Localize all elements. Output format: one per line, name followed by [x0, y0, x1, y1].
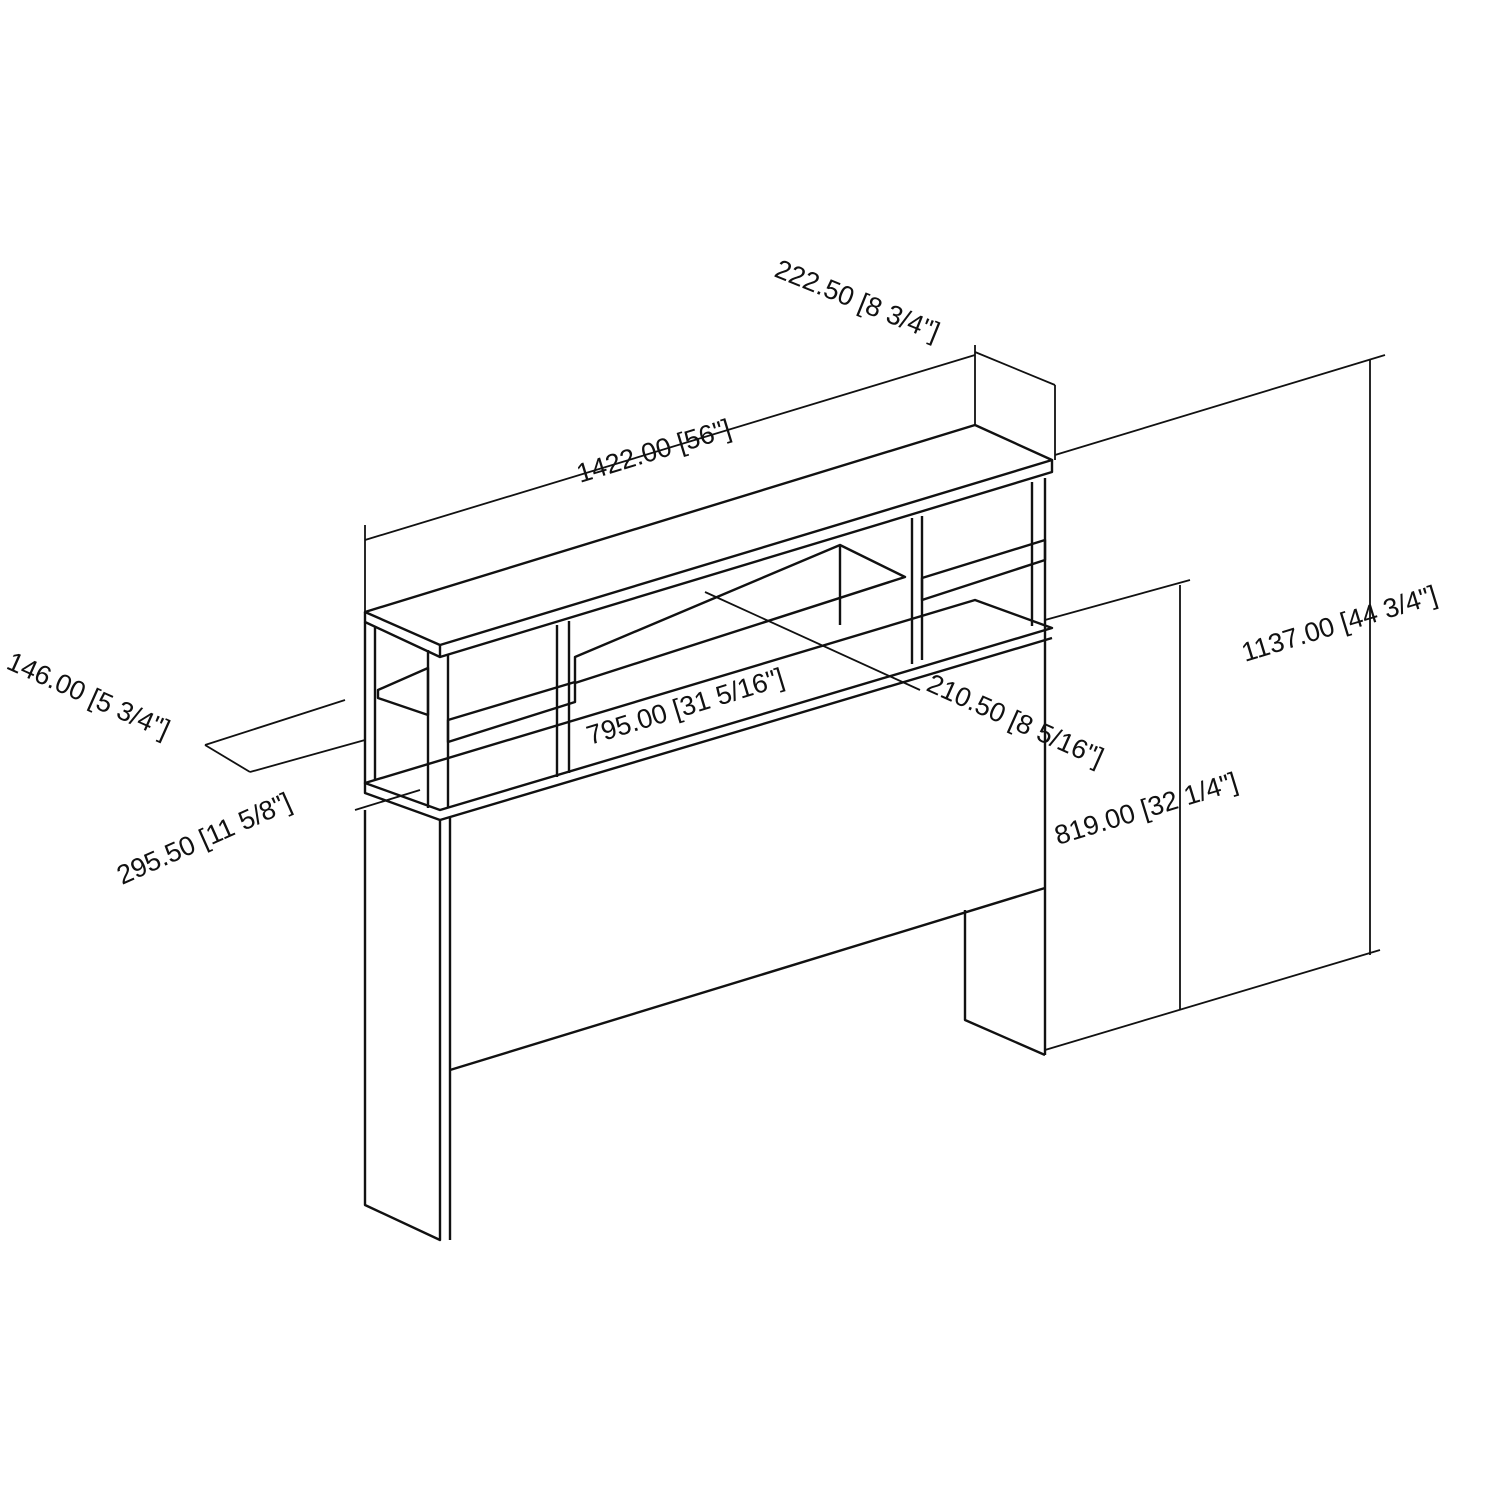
total-height-label: 1137.00 [44 3/4"] — [1238, 580, 1441, 668]
panel-height-label: 819.00 [32 1/4"] — [1051, 767, 1241, 851]
shelf-height-label: 146.00 [5 3/4"] — [3, 646, 175, 744]
center-depth-label: 210.50 [8 5/16"] — [923, 668, 1109, 773]
width-label: 1422.00 [56"] — [573, 413, 735, 488]
depth-top-label: 222.50 [8 3/4"] — [771, 254, 944, 347]
side-height-label: 295.50 [11 5/8"] — [112, 787, 296, 891]
dimension-lines — [204, 345, 1386, 1051]
headboard-outline — [363, 423, 1054, 1242]
